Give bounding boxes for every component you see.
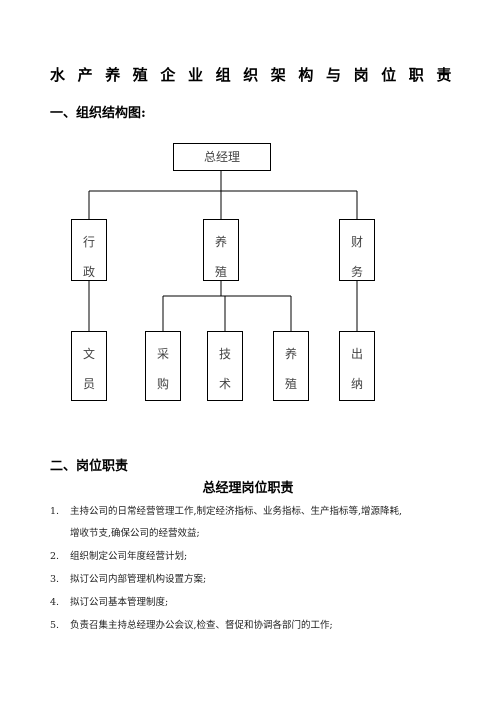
duty-text: 组织制定公司年度经营计划; [70,551,188,562]
org-node-finance: 财务 [339,219,375,281]
org-node-administration: 行政 [71,219,107,281]
org-node-label: 养殖 [214,235,227,279]
org-node-clerk: 文员 [71,331,107,401]
duty-number: 4. [50,597,60,608]
duty-text: 拟订公司基本管理制度; [70,597,169,608]
org-node-label: 技术员 [218,347,231,391]
duty-text: 主持公司的日常经营管理工作,制定经济指标、业务指标、生产指标等,增源降耗, [70,506,403,517]
duty-number: 3. [50,574,60,585]
org-node-purchaser: 采购员 [145,331,181,401]
duty-number: 1. [50,506,60,517]
duty-item: 5. 负责召集主持总经理办公会议,检查、督促和协调各部门的工作; [50,615,450,637]
duty-item: 2. 组织制定公司年度经营计划; [50,546,450,568]
section-heading-org-chart: 一、组织结构图: [50,106,146,121]
duty-item: 1.主持公司的日常经营管理工作,制定经济指标、业务指标、生产指标等,增源降耗, … [50,501,450,545]
org-node-label: 养殖工 [284,347,297,391]
org-node-farm-worker: 养殖工 [273,331,309,401]
duty-item: 4. 拟订公司基本管理制度; [50,592,450,614]
duty-text: 负责召集主持总经理办公会议,检查、督促和协调各部门的工作; [70,620,333,631]
org-node-label: 财务 [350,235,363,279]
section-heading-responsibilities: 二、岗位职责 [50,459,129,474]
document-title: 水产养殖企业组织架构与岗位职责 [50,66,465,84]
duty-number: 2. [50,551,60,562]
org-node-label: 行政 [82,235,95,279]
duty-text: 拟订公司内部管理机构设置方案; [70,574,207,585]
org-node-technician: 技术员 [207,331,243,401]
duty-number: 5. [50,620,60,631]
org-node-cashier: 出纳 [339,331,375,401]
org-node-label: 采购员 [156,347,169,391]
duty-item: 3. 拟订公司内部管理机构设置方案; [50,569,450,591]
org-node-aquaculture: 养殖 [203,219,239,281]
org-node-label: 文员 [82,347,95,391]
gm-duties-title: 总经理岗位职责 [202,481,294,496]
org-node-general-manager: 总经理 [173,143,271,171]
duty-text: 增收节支,确保公司的经营效益; [70,528,200,539]
org-node-label: 出纳 [350,347,363,391]
